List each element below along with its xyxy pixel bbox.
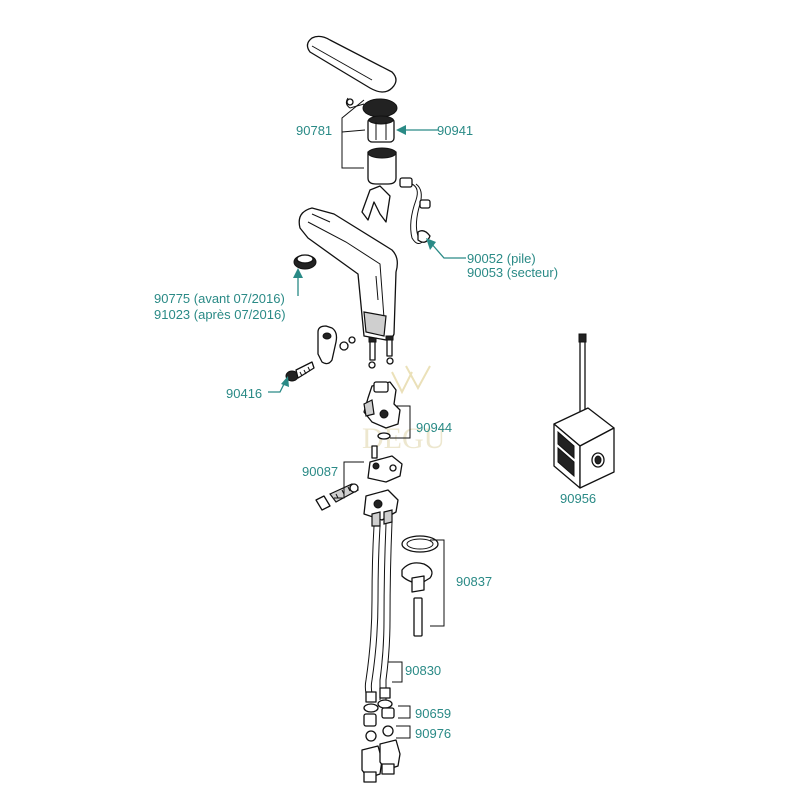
- label-90781: 90781: [296, 123, 332, 138]
- bracket-90087: [334, 461, 364, 499]
- label-90053: 90053 (secteur): [467, 265, 558, 280]
- top-cover-plate: [306, 35, 397, 93]
- label-90659: 90659: [415, 706, 451, 721]
- leader-90052: [429, 241, 466, 259]
- battery-case: [367, 147, 397, 185]
- label-90087: 90087: [302, 464, 338, 479]
- seals-90976: [365, 725, 394, 742]
- battery-compartment-lid: [345, 97, 398, 118]
- arrow-90416: [281, 376, 289, 387]
- bracket-90944: [390, 405, 411, 439]
- bracket-90781: [341, 99, 365, 169]
- o-rings-small: [339, 336, 356, 351]
- hose-connection-block: [363, 489, 399, 527]
- aerator-90775: [293, 254, 317, 270]
- label-90837: 90837: [456, 574, 492, 589]
- label-90416: 90416: [226, 386, 262, 401]
- fixing-screws: [368, 335, 394, 369]
- arrow-90941: [396, 125, 406, 135]
- filters-90659: [363, 707, 395, 727]
- arrow-90775: [293, 268, 303, 278]
- control-box-90956: [553, 333, 615, 489]
- label-91023: 91023 (après 07/2016): [154, 307, 286, 322]
- bracket-90659: [398, 705, 411, 719]
- solenoid-valve-90944: [363, 381, 401, 440]
- label-90944: 90944: [416, 420, 452, 435]
- sensor-cable-90052: [399, 177, 431, 244]
- bracket-90976: [396, 725, 411, 739]
- flexible-hoses-90830: [363, 521, 393, 713]
- arrow-90052: [426, 238, 436, 250]
- label-90830: 90830: [405, 663, 441, 678]
- label-90775: 90775 (avant 07/2016): [154, 291, 285, 306]
- compression-fittings: [361, 739, 401, 783]
- bracket-90781-mid: [341, 129, 366, 133]
- bracket-90837: [430, 539, 445, 627]
- bracket-90830: [388, 661, 403, 683]
- label-90976: 90976: [415, 726, 451, 741]
- mounting-clip: [361, 185, 391, 223]
- faucet-body: [298, 207, 398, 341]
- label-90956: 90956: [560, 491, 596, 506]
- battery-90941: [367, 115, 395, 143]
- check-valve-90087: [315, 483, 359, 511]
- label-90052: 90052 (pile): [467, 251, 536, 266]
- label-90941: 90941: [437, 123, 473, 138]
- screw-90416: [285, 361, 315, 382]
- lever-kit-90837: [401, 535, 439, 637]
- lever-plate: [317, 325, 338, 365]
- mixing-block: [367, 445, 403, 483]
